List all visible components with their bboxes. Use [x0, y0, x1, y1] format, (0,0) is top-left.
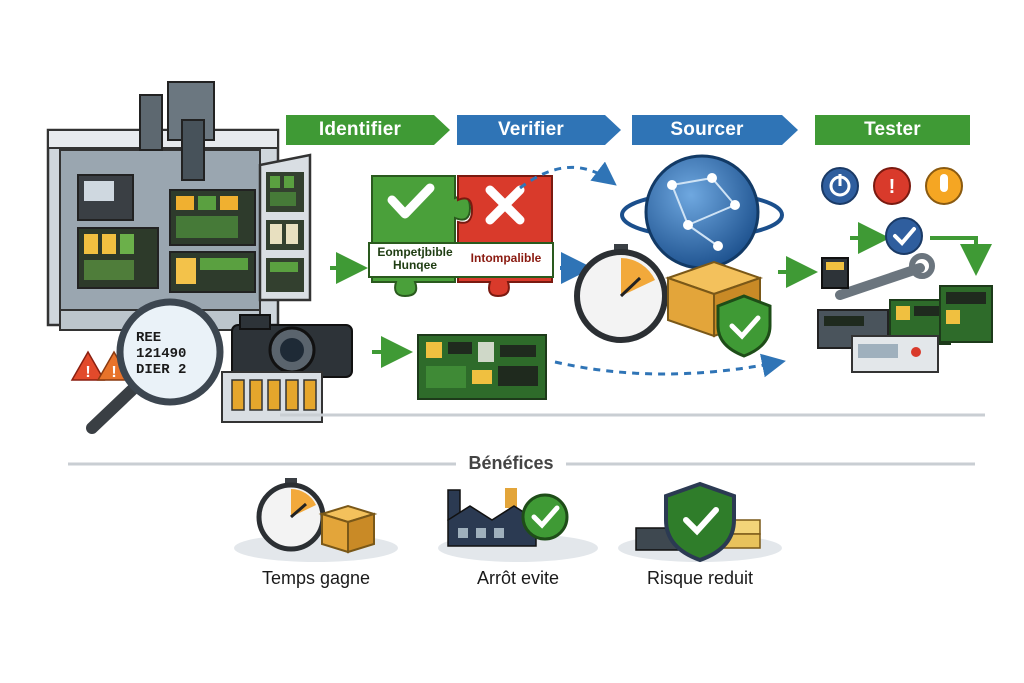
benefits-title: Bénéfices [456, 453, 566, 474]
nameplate-line1: REE 121490 [136, 330, 187, 362]
globe-network-icon [620, 154, 784, 270]
benefit-shield-icon [618, 481, 782, 563]
step-arrow [434, 115, 450, 145]
puzzle-label-strip [368, 242, 554, 278]
benefit-risk-label: Risque reduit [646, 568, 754, 588]
magnifier-icon [86, 298, 224, 434]
camera-icon [231, 314, 353, 378]
step-identifier: Identifier [286, 115, 434, 145]
svg-text:!: ! [111, 364, 116, 381]
step-arrow [605, 115, 621, 145]
circuit-board-icon [417, 334, 547, 400]
puzzle-compatible-icon [371, 175, 472, 298]
puzzle-incompatible-icon [457, 175, 553, 298]
benefit-factory-icon [438, 488, 598, 562]
step-tester-label: Tester [864, 119, 921, 140]
multimeter-icon [821, 257, 849, 289]
step-sourcer-label: Sourcer [670, 119, 744, 140]
flow-arrow [930, 236, 992, 276]
svg-text:!: ! [85, 364, 90, 381]
benefit-downtime-label: Arrôt evite [476, 568, 560, 588]
flow-arrow [519, 161, 617, 190]
nameplate: REE 121490 DIER 2 [136, 330, 216, 378]
alert-status-icon: ! [873, 167, 911, 205]
svg-text:!: ! [889, 176, 896, 198]
nameplate-line2: DIER 2 [136, 362, 187, 378]
test-equipment-icon [817, 285, 993, 373]
power-status-icon [821, 167, 859, 205]
step-identifier-label: Identifier [318, 119, 402, 140]
stopwatch-icon [574, 244, 668, 343]
step-arrow [782, 115, 798, 145]
step-verifier-label: Verifier [497, 119, 565, 140]
benefit-time-icon [234, 478, 398, 562]
check-badge-icon [885, 217, 923, 255]
step-sourcer: Sourcer [632, 115, 782, 145]
benefit-time-label: Temps gagne [261, 568, 371, 588]
compatible-label: Eompetjbible Hunqee [377, 245, 453, 272]
shield-check-icon [716, 294, 772, 358]
step-tester: Tester [815, 115, 970, 145]
wrench-icon [835, 253, 935, 300]
flow-arrow [554, 353, 786, 378]
step-verifier: Verifier [457, 115, 605, 145]
temperature-status-icon [925, 167, 963, 205]
incompatible-label: Intompalible [470, 251, 542, 265]
cnc-machine-icon [46, 81, 312, 331]
